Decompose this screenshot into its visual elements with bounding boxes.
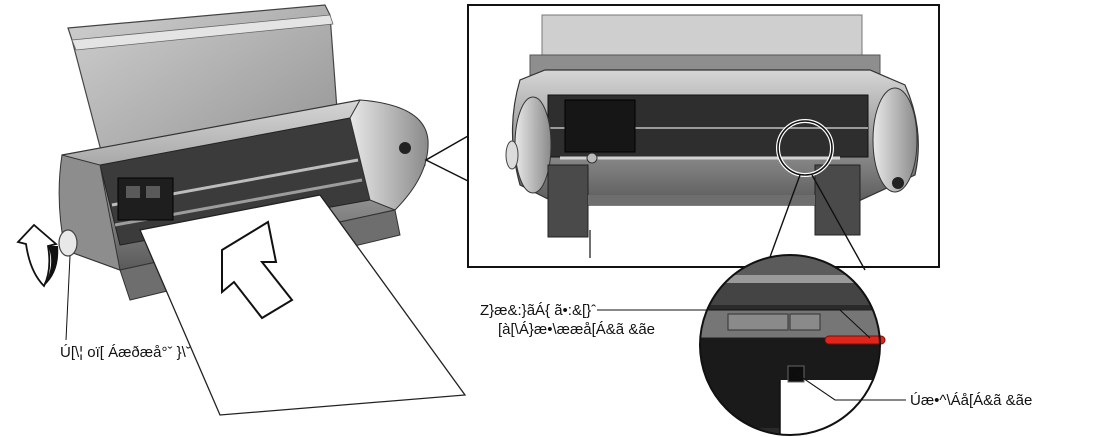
feed-direction-arrow-icon xyxy=(221,220,294,320)
paper-sheet xyxy=(139,194,467,416)
print-carriage xyxy=(117,177,174,221)
printer-front-view xyxy=(505,14,919,238)
red-mark xyxy=(824,335,886,345)
knob-label: Ú[\¦ oï[ Áæðæå°ˇ }\ˇ xyxy=(60,344,191,361)
right-mark-label: Úæ•^\Áå[Á&ã &ãe xyxy=(910,392,1032,409)
zoom-circle xyxy=(699,254,881,436)
callout-pointer xyxy=(424,135,469,182)
rotate-arrow-icon xyxy=(16,223,59,288)
guide-label-line1: Z}æ&:}ãÁ{ ã•:&[}ˆ xyxy=(480,302,596,319)
guide-label-line2: [à[\Á}æ•\ææå[Á&ã &ãe xyxy=(498,321,655,338)
feed-knob[interactable] xyxy=(58,229,78,257)
zoom-detail xyxy=(700,255,880,435)
